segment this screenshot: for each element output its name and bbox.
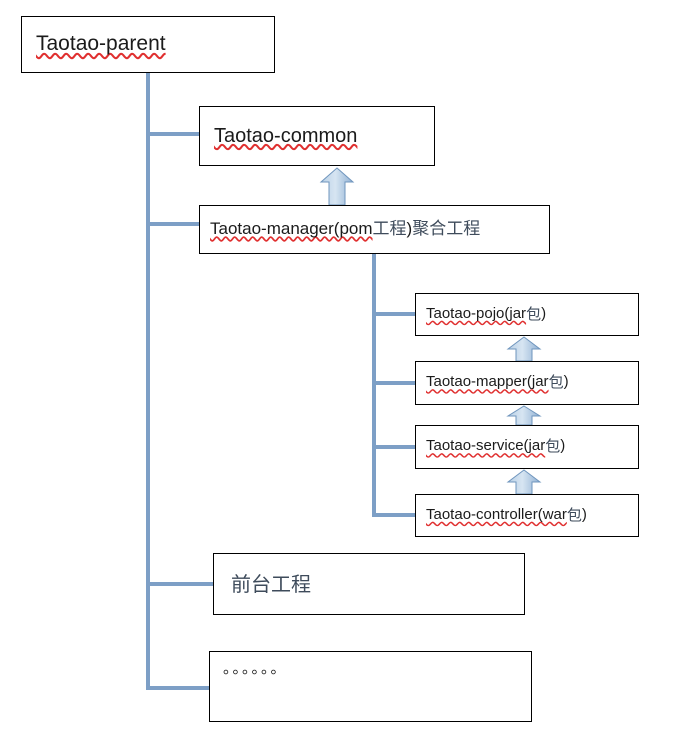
node-taotao-pojo[interactable]: Taotao-pojo(jar 包) <box>415 293 639 336</box>
node-label-taotao-pojo-paren: ) <box>541 304 547 322</box>
connector-parent-to-common <box>146 132 201 136</box>
up-arrow-icon-service-to-mapper <box>506 405 542 426</box>
connector-manager-to-controller <box>372 513 417 517</box>
node-taotao-controller[interactable]: Taotao-controller(war 包) <box>415 494 639 537</box>
node-label-taotao-service-cjk: 包 <box>545 437 561 456</box>
up-arrow-icon-controller-to-service <box>506 469 542 495</box>
connector-manager-to-service <box>372 445 417 449</box>
node-label-taotao-manager-suffix: 聚合工程 <box>412 218 481 239</box>
node-label-taotao-service-latin: Taotao-service(jar <box>426 437 546 455</box>
connector-manager-to-pojo <box>372 312 417 316</box>
node-label-taotao-pojo-cjk: 包 <box>526 304 542 323</box>
node-taotao-manager[interactable]: Taotao-manager(pom 工程)聚合工程 <box>199 205 550 254</box>
connector-manager-to-mapper <box>372 381 417 385</box>
node-label-taotao-mapper-latin: Taotao-mapper(jar <box>426 373 549 391</box>
connector-parent-to-frontend <box>146 582 215 586</box>
node-taotao-parent[interactable]: Taotao-parent <box>21 16 275 73</box>
node-taotao-common[interactable]: Taotao-common <box>199 106 435 166</box>
node-label-ellipsis: 。。。。。。 <box>223 659 288 677</box>
up-arrow-icon-manager-to-common <box>319 166 355 206</box>
node-label-taotao-mapper-paren: ) <box>563 373 569 391</box>
node-label-taotao-manager-cjk: 工程 <box>372 218 407 239</box>
node-label-taotao-controller-paren: ) <box>581 505 587 523</box>
connector-parent-to-ellipsis <box>146 686 211 690</box>
node-frontend-project[interactable]: 前台工程 <box>213 553 525 615</box>
node-label-taotao-parent: Taotao-parent <box>36 32 166 56</box>
node-label-taotao-pojo-latin: Taotao-pojo(jar <box>426 304 527 322</box>
connector-trunk-parent <box>146 72 150 690</box>
node-label-taotao-controller-cjk: 包 <box>566 505 582 524</box>
up-arrow-icon-mapper-to-pojo <box>506 336 542 362</box>
node-taotao-service[interactable]: Taotao-service(jar 包) <box>415 425 639 469</box>
node-label-taotao-service-paren: ) <box>560 437 566 455</box>
connector-parent-to-manager <box>146 222 201 226</box>
node-label-taotao-manager-paren: ) <box>406 218 413 238</box>
node-taotao-mapper[interactable]: Taotao-mapper(jar 包) <box>415 361 639 405</box>
node-ellipsis-placeholder[interactable]: 。。。。。。 <box>209 651 532 722</box>
node-label-frontend-project: 前台工程 <box>231 571 311 596</box>
node-label-taotao-manager-latin: Taotao-manager(pom <box>210 218 373 238</box>
node-label-taotao-mapper-cjk: 包 <box>548 373 564 392</box>
node-label-taotao-controller-latin: Taotao-controller(war <box>426 505 567 523</box>
node-label-taotao-common: Taotao-common <box>214 124 358 147</box>
